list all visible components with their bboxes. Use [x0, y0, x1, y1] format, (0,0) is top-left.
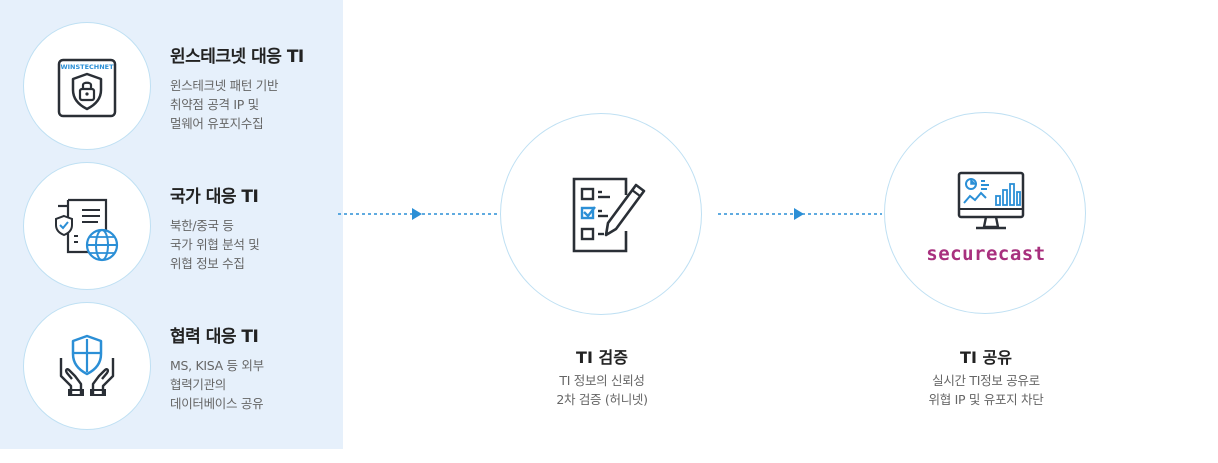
source-desc-line: 위협 정보 수집 — [170, 256, 245, 271]
document-globe-icon — [55, 198, 119, 262]
source-title-partner: 협력 대응 TI — [170, 327, 259, 347]
share-title: TI 공유 — [960, 348, 1012, 367]
securecast-logo: securecast — [926, 243, 1046, 265]
share-circle — [884, 112, 1086, 314]
checklist-pencil-icon — [572, 177, 646, 253]
source-title-wins: 윈스테크넷 대응 TI — [170, 47, 304, 67]
share-desc-line: 위협 IP 및 유포지 차단 — [928, 392, 1044, 407]
verify-circle — [500, 113, 702, 315]
arrow-head-icon — [794, 208, 804, 220]
source-desc-line: MS, KISA 등 외부 — [170, 358, 264, 373]
hands-shield-icon — [59, 334, 115, 396]
verify-desc-line: TI 정보의 신뢰성 — [559, 373, 645, 388]
wins-technet-shield-lock-icon: WINSTECHNET — [57, 58, 117, 118]
share-desc-line: 실시간 TI정보 공유로 — [932, 373, 1040, 388]
monitor-dashboard-icon — [957, 171, 1025, 230]
source-circle-wins — [23, 22, 151, 150]
source-title-national: 국가 대응 TI — [170, 187, 259, 207]
verify-desc-line: 2차 검증 (허니넷) — [556, 392, 648, 407]
source-desc-line: 멀웨어 유포지수집 — [170, 116, 264, 131]
source-desc-line: 데이터베이스 공유 — [170, 396, 264, 411]
wins-badge-text: WINSTECHNET — [60, 63, 114, 71]
source-desc-line: 협력기관의 — [170, 377, 227, 392]
source-desc-line: 취약점 공격 IP 및 — [170, 97, 259, 112]
verify-title: TI 검증 — [576, 348, 628, 367]
flow-arrow-2 — [718, 208, 882, 220]
source-desc-line: 북한/중국 등 — [170, 218, 234, 233]
source-desc-line: 국가 위협 분석 및 — [170, 237, 260, 252]
flow-arrow-1 — [338, 208, 502, 220]
source-desc-line: 윈스테크넷 패턴 기반 — [170, 78, 279, 93]
source-circle-national — [23, 162, 151, 290]
arrow-head-icon — [412, 208, 422, 220]
